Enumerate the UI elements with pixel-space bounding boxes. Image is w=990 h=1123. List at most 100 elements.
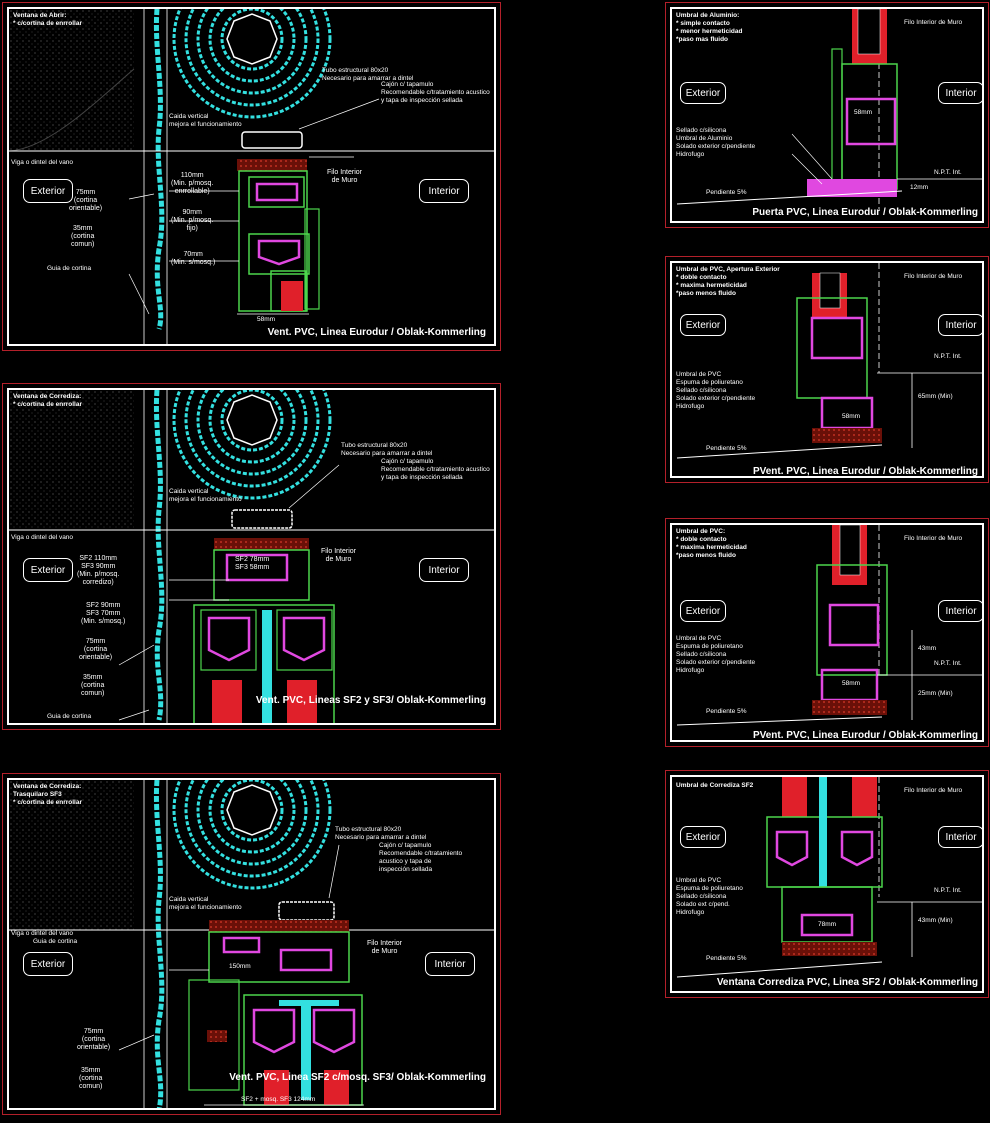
panel-header: Ventana de Corrediza: * c/cortina de enr… <box>13 393 82 408</box>
cajon-label: Cajón c/ tapamulo Recomendable c/tratami… <box>381 458 490 481</box>
filo-label: Filo Interior de Muro <box>904 273 963 280</box>
pvc-sliding-mosquito-profile <box>188 920 363 1106</box>
filo-label: Filo Interior de Muro <box>904 535 963 542</box>
drawing-frame: Umbral de Corrediza SF2 Filo Interior de… <box>670 775 984 993</box>
viga-label: Viga o dintel del vano <box>11 159 74 166</box>
component-labels: Umbral de PVC Espuma de poliuretano Sell… <box>676 371 756 410</box>
dim-75: 75mm (cortina orientable) <box>79 638 113 661</box>
interior-tag: Interior <box>419 179 469 203</box>
guia-label: Guia de cortina <box>33 938 78 945</box>
dim-58: 58mm <box>842 413 861 420</box>
sf2-threshold-drawing <box>676 777 982 978</box>
dim-70: 70mm (Min. s/mosq.) <box>171 251 216 266</box>
panel-aluminium-threshold: Umbral de Aluminio: * simple contacto * … <box>665 2 989 228</box>
drawing-frame: Umbral de PVC, Apertura Exterior * doble… <box>670 261 984 478</box>
filo-label: Filo Interior de Muro <box>904 19 963 26</box>
panel-sliding-window: Ventana de Corrediza: * c/cortina de enr… <box>2 383 501 730</box>
filo-label: Filo Interior de Muro <box>321 548 357 563</box>
npt-label: N.P.T. Int. <box>934 660 962 667</box>
dim-sf2-mosq: SF2 + mosq. SF3 124mm <box>241 1096 316 1103</box>
interior-tag: Interior <box>938 82 982 104</box>
filo-label: Filo Interior de Muro <box>904 787 963 794</box>
door-profile <box>812 525 888 715</box>
tube-label: Tubo estructural 80x20 Necesario para am… <box>341 442 433 457</box>
panel-header: Umbral de Corrediza SF2 <box>676 782 754 789</box>
curtain-roll <box>172 780 332 890</box>
dim-75: 75mm (cortina orientable) <box>77 1028 111 1051</box>
drawing-frame: Ventana de Abrir: * c/cortina de enrroll… <box>7 7 496 346</box>
viga-label: Viga o dintel del vano <box>11 534 74 541</box>
component-labels: Sellado c/silicona Umbral de Aluminio So… <box>676 127 756 158</box>
dim-58: 58mm <box>854 109 873 116</box>
dim-65: 65mm (Min) <box>918 393 953 400</box>
curtain-slats <box>153 9 165 330</box>
exterior-tag: Exterior <box>680 82 726 104</box>
dim-90: SF2 90mm SF3 70mm (Min. s/mosq.) <box>81 602 126 625</box>
panel-header: Ventana de Abrir: * c/cortina de enrroll… <box>13 12 82 27</box>
dim-25: 25mm (Min) <box>918 690 953 697</box>
exterior-tag: Exterior <box>680 314 726 336</box>
panel-pvc-threshold-exterior: Umbral de PVC, Apertura Exterior * doble… <box>665 256 989 483</box>
sliding-detail-drawing <box>9 390 494 723</box>
interior-tag: Interior <box>938 826 982 848</box>
sliding-profile <box>766 777 883 956</box>
dim-58: 58mm <box>842 680 861 687</box>
pvc-threshold-drawing <box>676 525 982 726</box>
panel-header: Umbral de Aluminio: * simple contacto * … <box>676 12 743 43</box>
wall-hatch <box>9 9 134 151</box>
panel-title: PVent. PVC, Linea Eurodur / Oblak-Kommer… <box>752 730 978 741</box>
casement-detail-drawing <box>9 9 494 344</box>
drawing-frame: Umbral de Aluminio: * simple contacto * … <box>670 7 984 223</box>
npt-label: N.P.T. Int. <box>934 887 962 894</box>
panel-header: Umbral de PVC, Apertura Exterior * doble… <box>676 266 780 297</box>
panel-header: Umbral de PVC: * doble contacto * maxima… <box>676 528 747 559</box>
interior-tag: Interior <box>419 558 469 582</box>
filo-label: Filo Interior de Muro <box>367 940 403 955</box>
cajon-label: Cajón c/ tapamulo Recomendable c/tratami… <box>381 81 490 104</box>
exterior-tag: Exterior <box>23 179 73 203</box>
dim-35: 35mm (cortina comun) <box>71 225 95 248</box>
panel-title: Puerta PVC, Linea Eurodur / Oblak-Kommer… <box>752 207 978 218</box>
interior-tag: Interior <box>938 600 982 622</box>
npt-label: N.P.T. Int. <box>934 169 962 176</box>
pvc-threshold-exterior-drawing <box>676 263 982 459</box>
pvc-sliding-profile <box>193 538 335 723</box>
panel-sliding-window-mosquito: Ventana de Corrediza: Trasquilaro SF3 * … <box>2 773 501 1115</box>
drawing-frame: Umbral de PVC: * doble contacto * maxima… <box>670 523 984 742</box>
filo-label: Filo Interior de Muro <box>327 169 363 184</box>
curtain-roll <box>172 390 332 500</box>
panel-title: Ventana Corrediza PVC, Linea SF2 / Oblak… <box>716 977 978 988</box>
viga-label: Viga o dintel del vano <box>11 930 74 937</box>
drawing-frame: Ventana de Corrediza: Trasquilaro SF3 * … <box>7 778 496 1110</box>
door-profile <box>807 9 898 197</box>
tube-label: Tubo estructural 80x20 Necesario para am… <box>322 67 414 82</box>
dim-110: SF2 110mm SF3 90mm (Min. p/mosq. corredi… <box>77 555 120 586</box>
dim-35: 35mm (cortina comun) <box>79 1067 103 1090</box>
exterior-tag: Exterior <box>680 600 726 622</box>
dim-35: 35mm (cortina comun) <box>81 674 105 697</box>
dim-58: 58mm <box>257 316 276 323</box>
dim-43: 43mm (Min) <box>918 917 953 924</box>
dim-75: 75mm (cortina orientable) <box>69 189 103 212</box>
tube-label: Tubo estructural 80x20 Necesario para am… <box>335 826 427 841</box>
structural-tube <box>241 131 303 149</box>
dim-12: 12mm <box>910 184 929 191</box>
panel-title: PVent. PVC, Linea Eurodur / Oblak-Kommer… <box>752 466 978 477</box>
component-labels: Umbral de PVC Espuma de poliuretano Sell… <box>676 877 743 916</box>
panel-title: Vent. PVC, Linea Eurodur / Oblak-Kommerl… <box>267 327 486 338</box>
dim-150: 150mm <box>229 963 251 970</box>
exterior-tag: Exterior <box>23 952 73 976</box>
dim-43: 43mm <box>918 645 937 652</box>
aluminium-threshold-drawing <box>676 9 982 209</box>
cajon-label: Cajón c/ tapamulo Recomendable c/tratami… <box>379 842 463 873</box>
component-labels: Umbral de PVC Espuma de poliuretano Sell… <box>676 635 756 674</box>
slope-label: Pendiente 5% <box>706 189 747 196</box>
curtain-roll <box>172 9 332 119</box>
interior-tag: Interior <box>425 952 475 976</box>
caida-label: Caida vertical mejora el funcionamiento <box>169 896 242 911</box>
dim-78: 78mm <box>818 921 837 928</box>
panel-title: Vent. PVC, Linea SF2 c/mosq. SF3/ Oblak-… <box>229 1072 486 1083</box>
guia-label: Guia de cortina <box>47 265 92 272</box>
exterior-tag: Exterior <box>680 826 726 848</box>
sliding-mosquito-detail-drawing <box>9 780 494 1108</box>
